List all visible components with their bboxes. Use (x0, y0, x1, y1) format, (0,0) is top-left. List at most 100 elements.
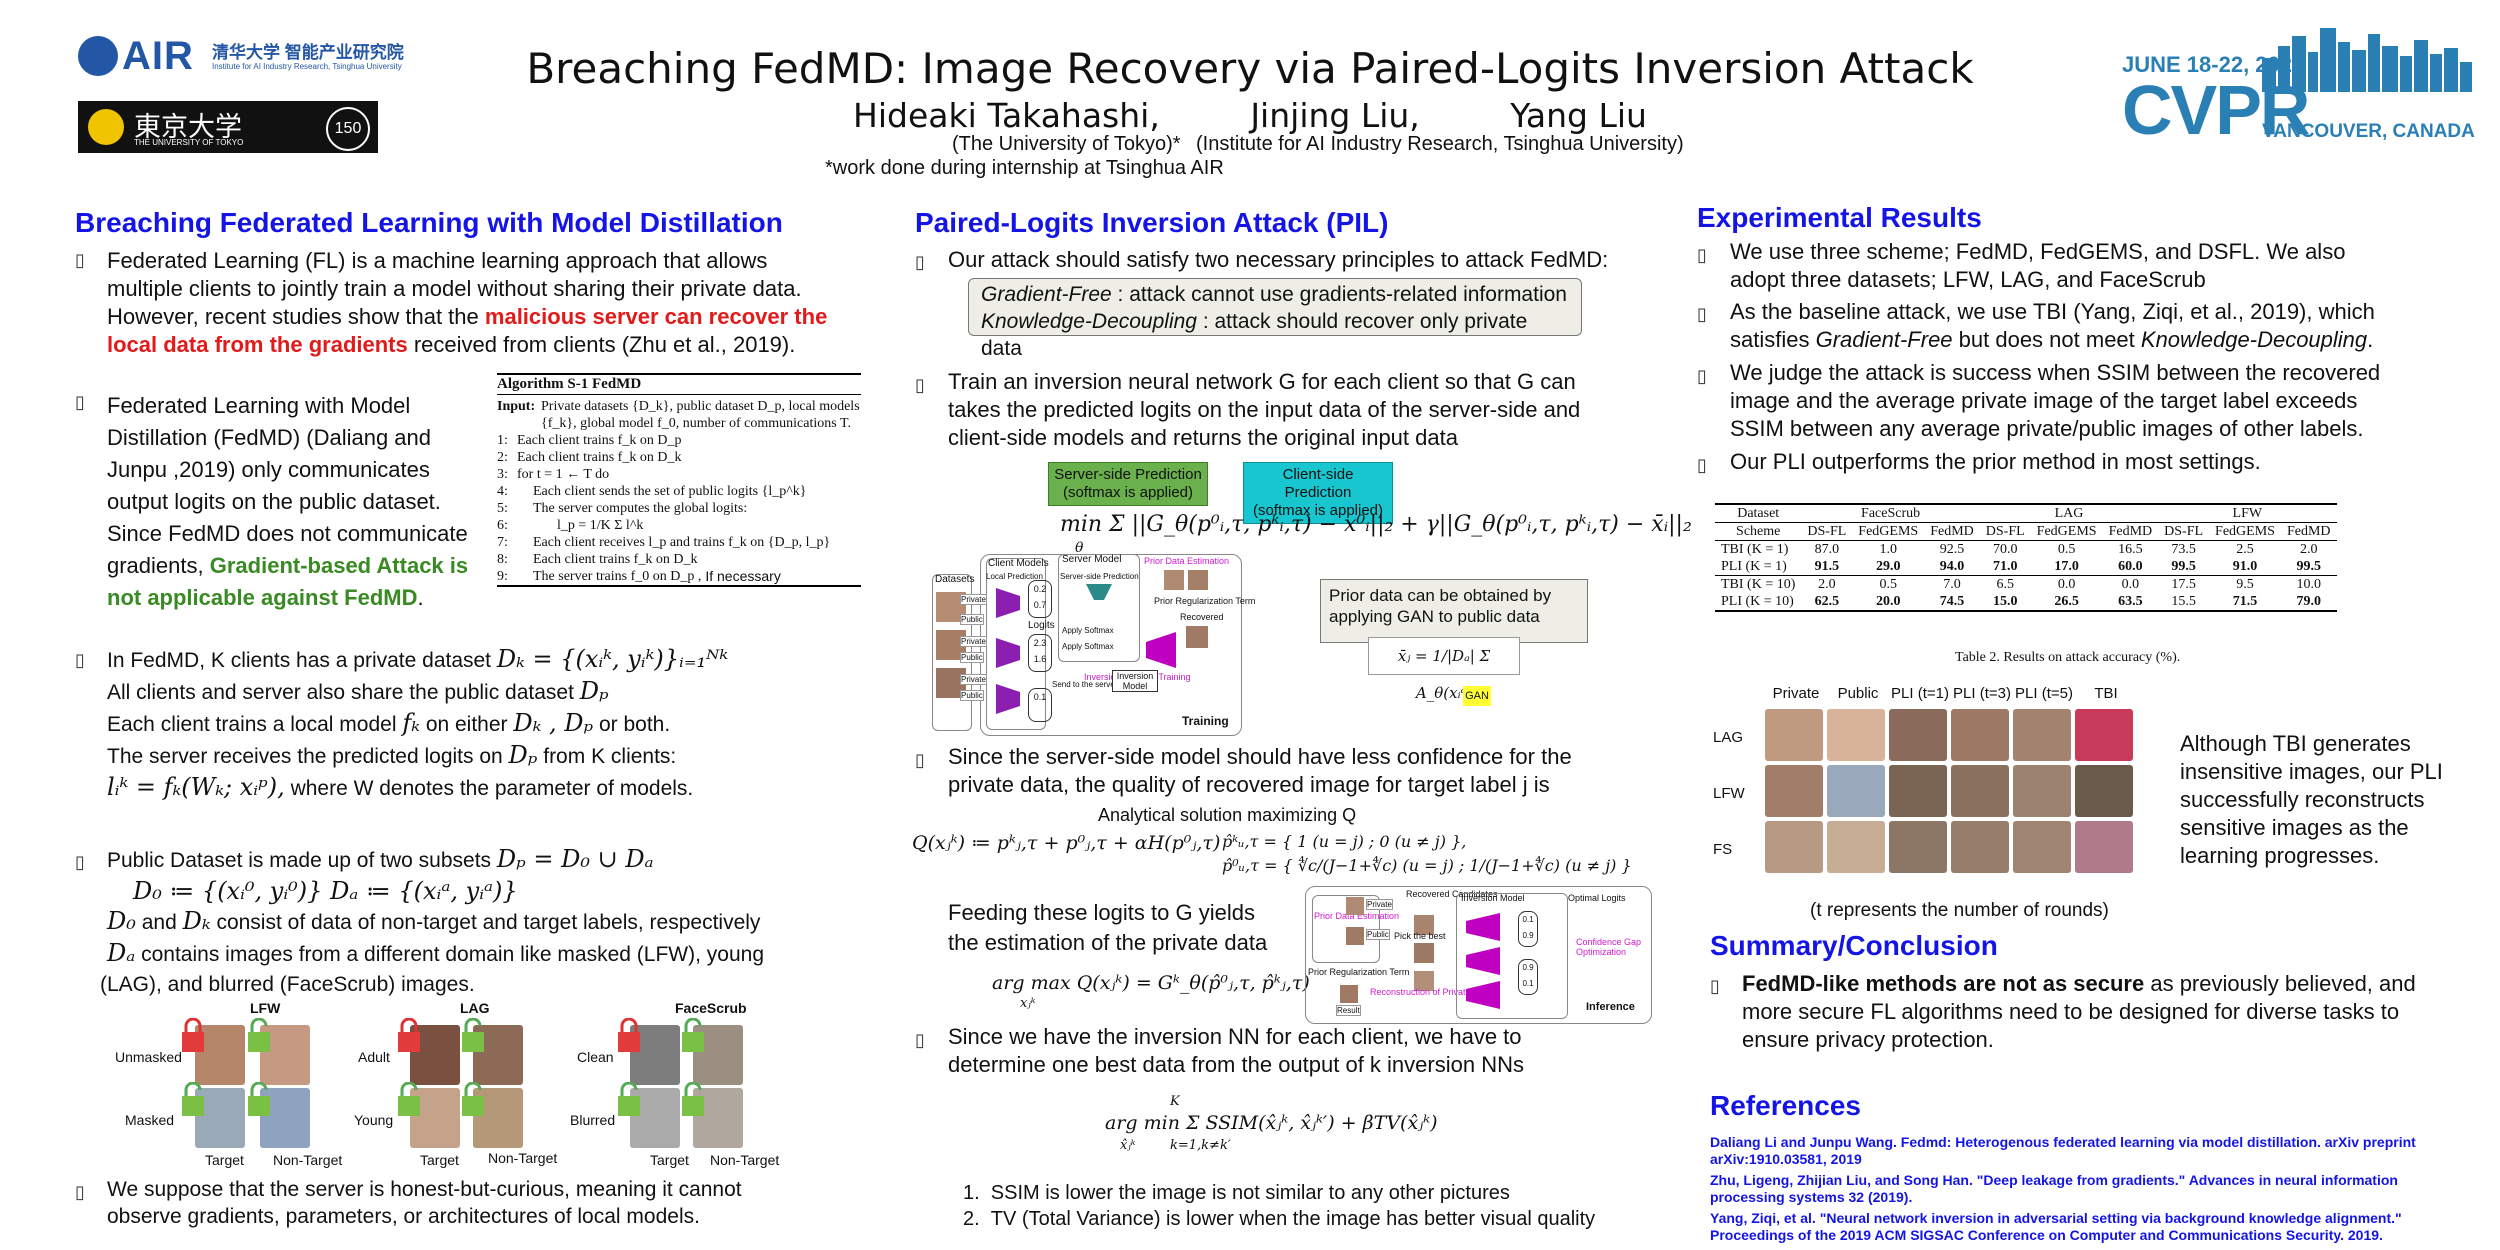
algorithm-line-number: 3: (497, 467, 508, 482)
table-cell: 6.5 (1979, 575, 2031, 593)
lock-public-icon (248, 1082, 270, 1116)
face-image (1188, 570, 1208, 590)
face-image (2013, 821, 2071, 873)
training-label: Training (1182, 714, 1229, 728)
right-paragraph-4: Our PLI outperforms the prior method in … (1730, 449, 2261, 474)
equation: Dₖ (182, 907, 211, 935)
equation: lᵢᵏ = fₖ(Wₖ; xᵢᵖ), (107, 773, 285, 801)
algorithm-input-label: Input: (497, 399, 536, 414)
reference-item: Daliang Li and Junpu Wang. Fedmd: Hetero… (1710, 1134, 2490, 1168)
algorithm-line: 1:Each client trains f_k on D_p (497, 432, 861, 449)
row-label-blurred: Blurred (570, 1112, 616, 1128)
grid-row-label: LAG (1713, 729, 1744, 746)
result-label: Result (1336, 1005, 1361, 1016)
algorithm-line-number: 4: (497, 484, 508, 499)
table-cell: 26.5 (2030, 593, 2103, 612)
logit-value: 0.9 (1522, 931, 1534, 940)
text-line: As the baseline attack, we use TBI (Yang… (1730, 299, 2375, 324)
face-image (1414, 915, 1434, 935)
algorithm-input-text: Private datasets {D_k}, public dataset D… (541, 399, 860, 431)
left-paragraph-4: Public Dataset is made up of two subsets… (100, 844, 897, 1000)
equation: Dₚ (508, 741, 538, 769)
face-image (1765, 821, 1823, 873)
text-line: observe gradients, parameters, or archit… (107, 1205, 700, 1228)
grid-column-label: Private (1772, 685, 1820, 702)
face-image (1827, 709, 1885, 761)
inference-diagram: Prior Data Estimation Private Public Rec… (1305, 886, 1652, 1024)
equation: Dₖ , Dₚ (513, 709, 594, 737)
table-cell: 0.0 (2102, 575, 2159, 593)
ginkgo-icon (88, 109, 124, 145)
table-cell: 0.0 (2030, 575, 2103, 593)
bullet-icon: ▯ (915, 750, 925, 770)
bullet-icon: ▯ (75, 392, 85, 412)
logits-label: Logits (1028, 620, 1055, 631)
text-span: received from clients (Zhu et al., 2019)… (413, 332, 796, 357)
table-header: DS-FL (1979, 522, 2031, 541)
recovered-candidates-label: Recovered Candidates (1406, 889, 1498, 899)
bullet-icon: ▯ (1697, 304, 1707, 324)
server-model-box (1058, 554, 1140, 662)
table-cell: 7.0 (1924, 575, 1980, 593)
table-cell: 10.0 (2280, 575, 2337, 593)
air-logo-mark (78, 36, 118, 76)
text-line: adopt three datasets; LFW, LAG, and Face… (1730, 267, 2206, 292)
ssim-sum-under: k=1,k≠k′ (1170, 1138, 1231, 1153)
local-prediction-label: Local Prediction (986, 572, 1043, 581)
algorithm-fedmd: Algorithm S-1 FedMD Input: Private datas… (497, 373, 861, 625)
utokyo-150-badge: 150 (326, 107, 370, 151)
author-3: Yang Liu (1510, 96, 1647, 135)
public-tag: Public (960, 690, 984, 701)
text-span: consist of data of non-target and target… (216, 911, 761, 934)
gan-equation-box: x̄ⱼ = 1/|Dₐ| Σ A_θ(xᵢᵃ) (1368, 637, 1520, 702)
text-span: All clients and server also share the pu… (107, 681, 574, 704)
references-heading: References (1710, 1090, 1861, 1121)
private-tag: Private (960, 636, 987, 647)
authors: Hideaki Takahashi, Jinjing Liu, Yang Liu (0, 96, 2500, 135)
col-label-target: Target (205, 1152, 244, 1168)
principle-name: Knowledge-Decoupling (981, 310, 1197, 333)
table-header: DS-FL (2158, 522, 2210, 541)
table-cell: 73.5 (2171, 541, 2196, 557)
emphasis-green: not applicable against FedMD (107, 585, 418, 610)
logit-value: 0.1 (1522, 915, 1534, 924)
face-image (2075, 709, 2133, 761)
bullet-icon: ▯ (915, 1030, 925, 1050)
table-cell: 2.0 (1801, 575, 1853, 593)
face-image (1765, 709, 1823, 761)
private-tag: Private (1366, 899, 1393, 910)
col-label-non-target: Non-Target (273, 1152, 343, 1168)
principle-text: : attack cannot use gradients-related in… (1111, 283, 1567, 306)
lock-private-icon (182, 1018, 204, 1052)
group-label-lag: LAG (460, 1000, 490, 1016)
reference-line: Zhu, Ligeng, Zhijian Liu, and Song Han. … (1710, 1172, 2398, 1188)
q-equation: Q(xⱼᵏ) ≔ pᵏⱼ,τ + p⁰ⱼ,τ + αH(p⁰ⱼ,τ) (912, 832, 1221, 854)
equation: fₖ (402, 709, 420, 737)
right-paragraph-1: We use three scheme; FedMD, FedGEMS, and… (1730, 238, 2470, 294)
algorithm-line-text: for t = 1 ← T do (517, 467, 610, 482)
table-cell: 99.5 (2296, 558, 2321, 574)
table-cell: 17.0 (2054, 558, 2079, 574)
algorithm-line: 3: for t = 1 ← T do (497, 466, 861, 483)
right-paragraph-3: We judge the attack is success when SSIM… (1730, 359, 2470, 443)
table-cell: 63.5 (2102, 593, 2159, 612)
col-label-non-target: Non-Target (488, 1150, 558, 1166)
grid-note: (t represents the number of rounds) (1810, 900, 2109, 921)
table-cell: 99.5 (2171, 558, 2196, 574)
text-line: learning progresses. (2180, 843, 2380, 868)
text-span: from K clients: (543, 745, 677, 768)
text-line: output logits on the public dataset. (107, 489, 441, 514)
footnote: *work done during internship at Tsinghua… (825, 157, 1224, 179)
algorithm-line-text: Each client receives l_p and trains f_k … (533, 535, 831, 550)
table-cell: 92.5 (1939, 541, 1965, 557)
cvpr-logo-word: CVPR (2122, 71, 2310, 149)
inversion-model-label: Inversion Model (1461, 893, 1525, 903)
bullet-icon: ▯ (1697, 245, 1707, 265)
table-header: FedGEMS (1852, 522, 1925, 541)
algorithm-line-number: 5: (497, 501, 508, 516)
algorithm-line: 6:l_p = 1/K Σ l^k (497, 517, 861, 534)
text-line: satisfies Gradient-Free but does not mee… (1730, 326, 2470, 354)
author-1: Hideaki Takahashi, (853, 96, 1160, 135)
algorithm-title: Algorithm S-1 FedMD (497, 373, 861, 395)
